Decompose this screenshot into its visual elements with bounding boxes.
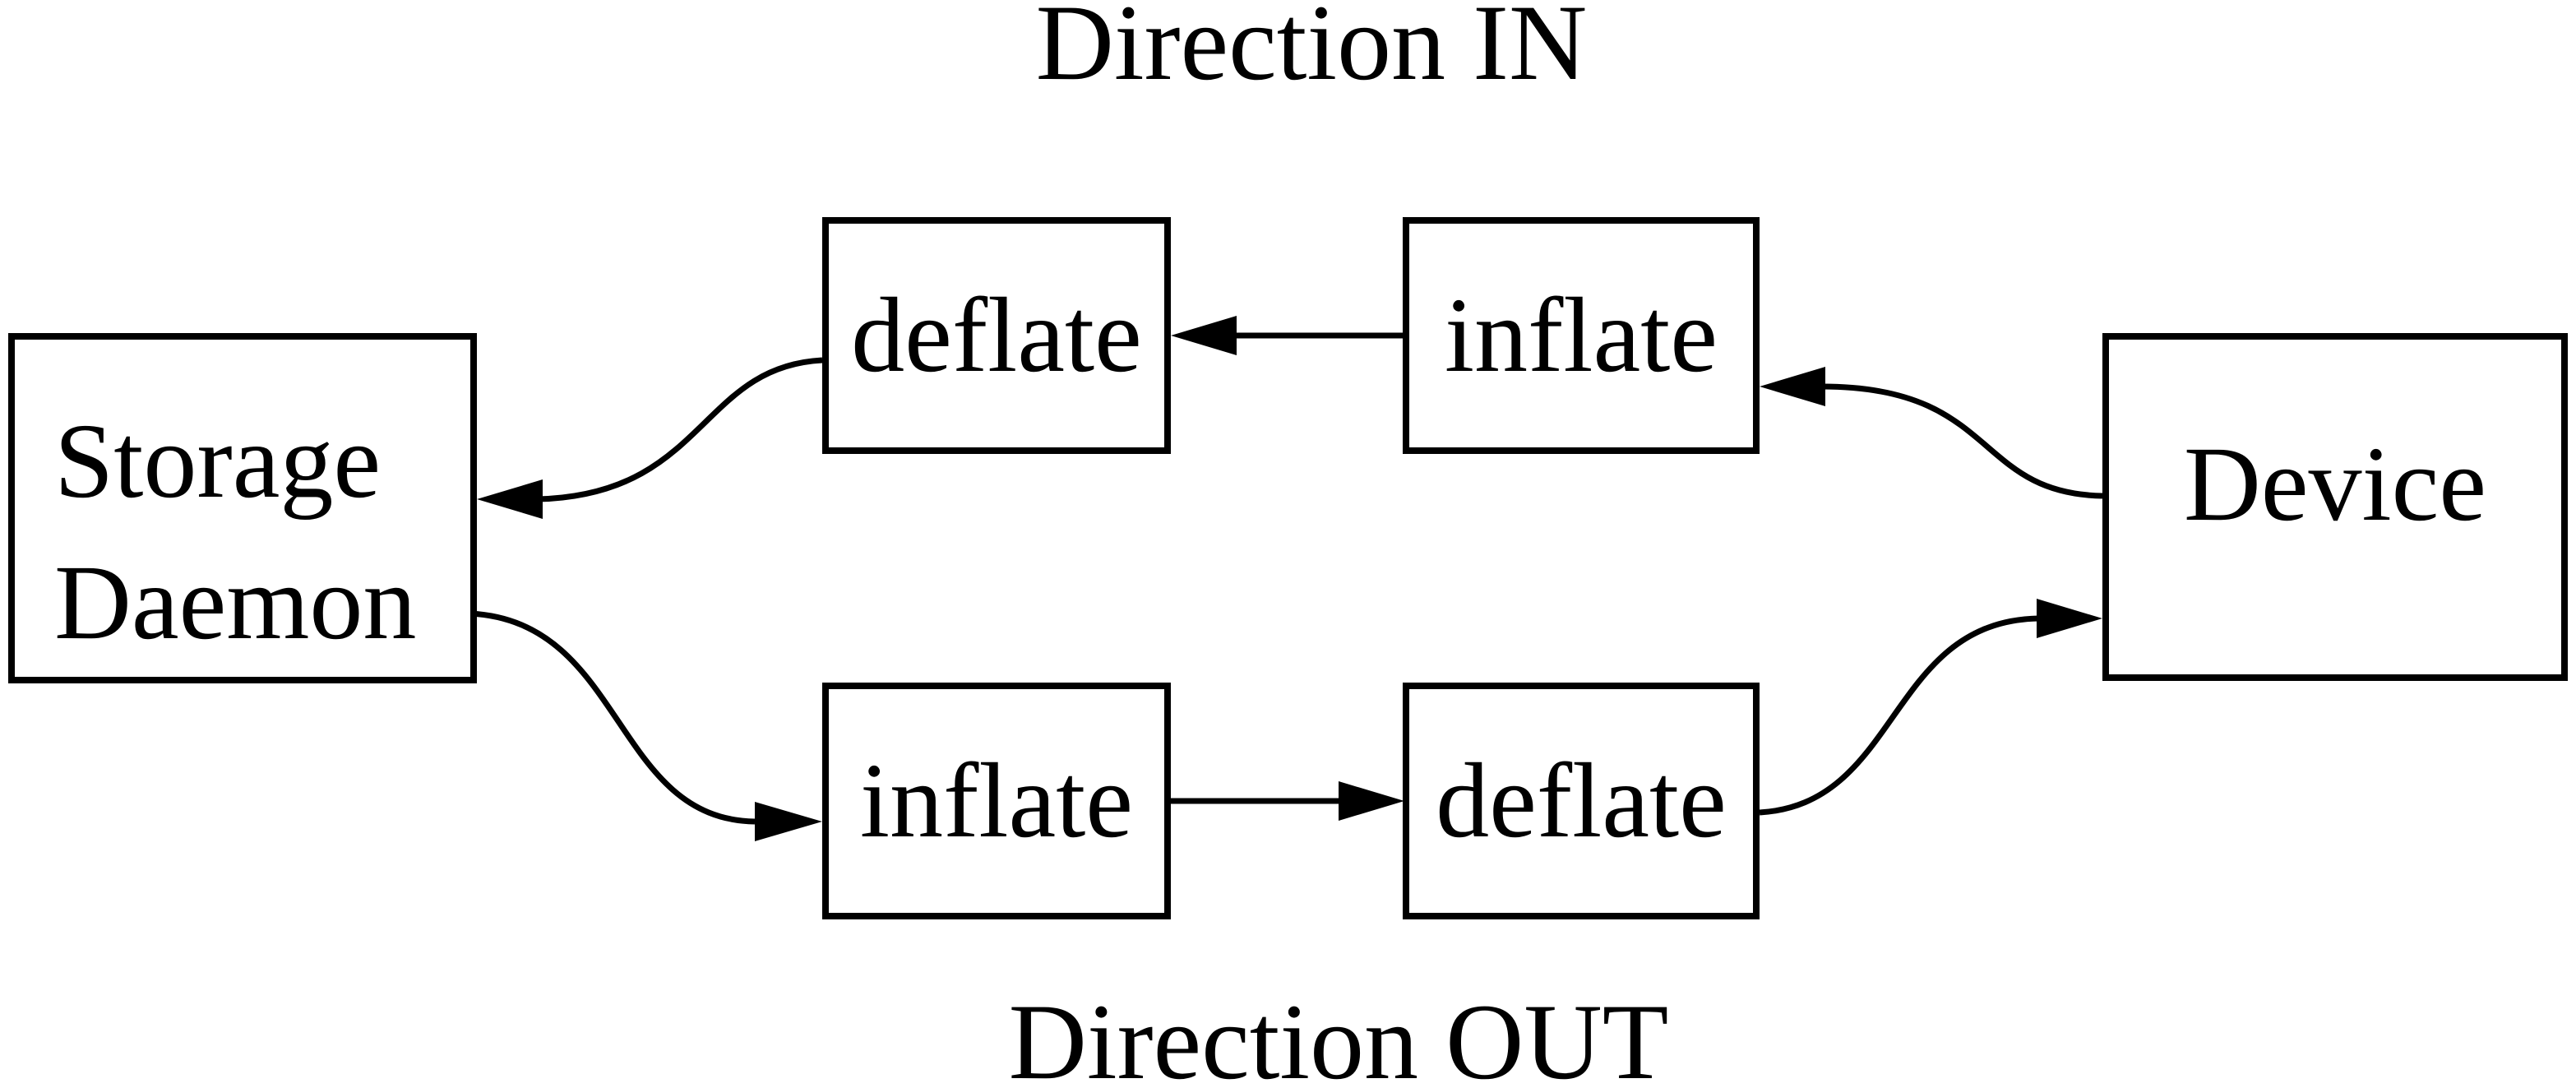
node-storage-daemon: Storage Daemon (8, 333, 477, 683)
edge-deflate-in-to-storage-daemon-line (537, 357, 823, 502)
edge-deflate-in-to-storage-daemon (477, 357, 823, 519)
edge-inflate-out-to-deflate-out-arrowhead-icon (1339, 781, 1404, 821)
node-storage-daemon-label-line1: Storage (54, 402, 382, 521)
node-deflate-direction-out-label: deflate (1436, 742, 1727, 860)
node-deflate-direction-in: deflate (822, 217, 1171, 454)
node-inflate-direction-in-label: inflate (1444, 276, 1718, 395)
node-inflate-direction-out-label: inflate (859, 742, 1134, 860)
edge-storage-daemon-to-inflate-out-arrowhead-icon (755, 802, 822, 841)
edge-inflate-in-to-deflate-in-arrowhead-icon (1171, 316, 1237, 355)
node-deflate-direction-in-label: deflate (851, 276, 1142, 395)
title-direction-out: Direction OUT (1008, 981, 1669, 1088)
edge-device-to-inflate-in-arrowhead-icon (1760, 367, 1825, 406)
edge-inflate-out-to-deflate-out (1171, 781, 1404, 821)
node-deflate-direction-out: deflate (1403, 683, 1760, 919)
node-storage-daemon-label-line2: Daemon (54, 544, 417, 662)
node-inflate-direction-in: inflate (1403, 217, 1760, 454)
node-inflate-direction-out: inflate (822, 683, 1171, 919)
edge-deflate-out-to-device (1759, 599, 2102, 816)
node-device: Device (2102, 333, 2568, 681)
title-direction-in: Direction IN (1035, 0, 1588, 103)
edge-inflate-in-to-deflate-in (1171, 316, 1403, 355)
edge-storage-daemon-to-inflate-out-line (469, 610, 756, 825)
edge-deflate-out-to-device-arrowhead-icon (2037, 599, 2102, 638)
edge-deflate-out-to-device-line (1759, 615, 2039, 816)
edge-device-to-inflate-in-line (1821, 383, 2103, 499)
edge-deflate-in-to-storage-daemon-arrowhead-icon (477, 479, 543, 519)
edge-device-to-inflate-in (1760, 367, 2103, 499)
node-device-label: Device (2183, 425, 2487, 544)
edge-storage-daemon-to-inflate-out (469, 610, 822, 841)
